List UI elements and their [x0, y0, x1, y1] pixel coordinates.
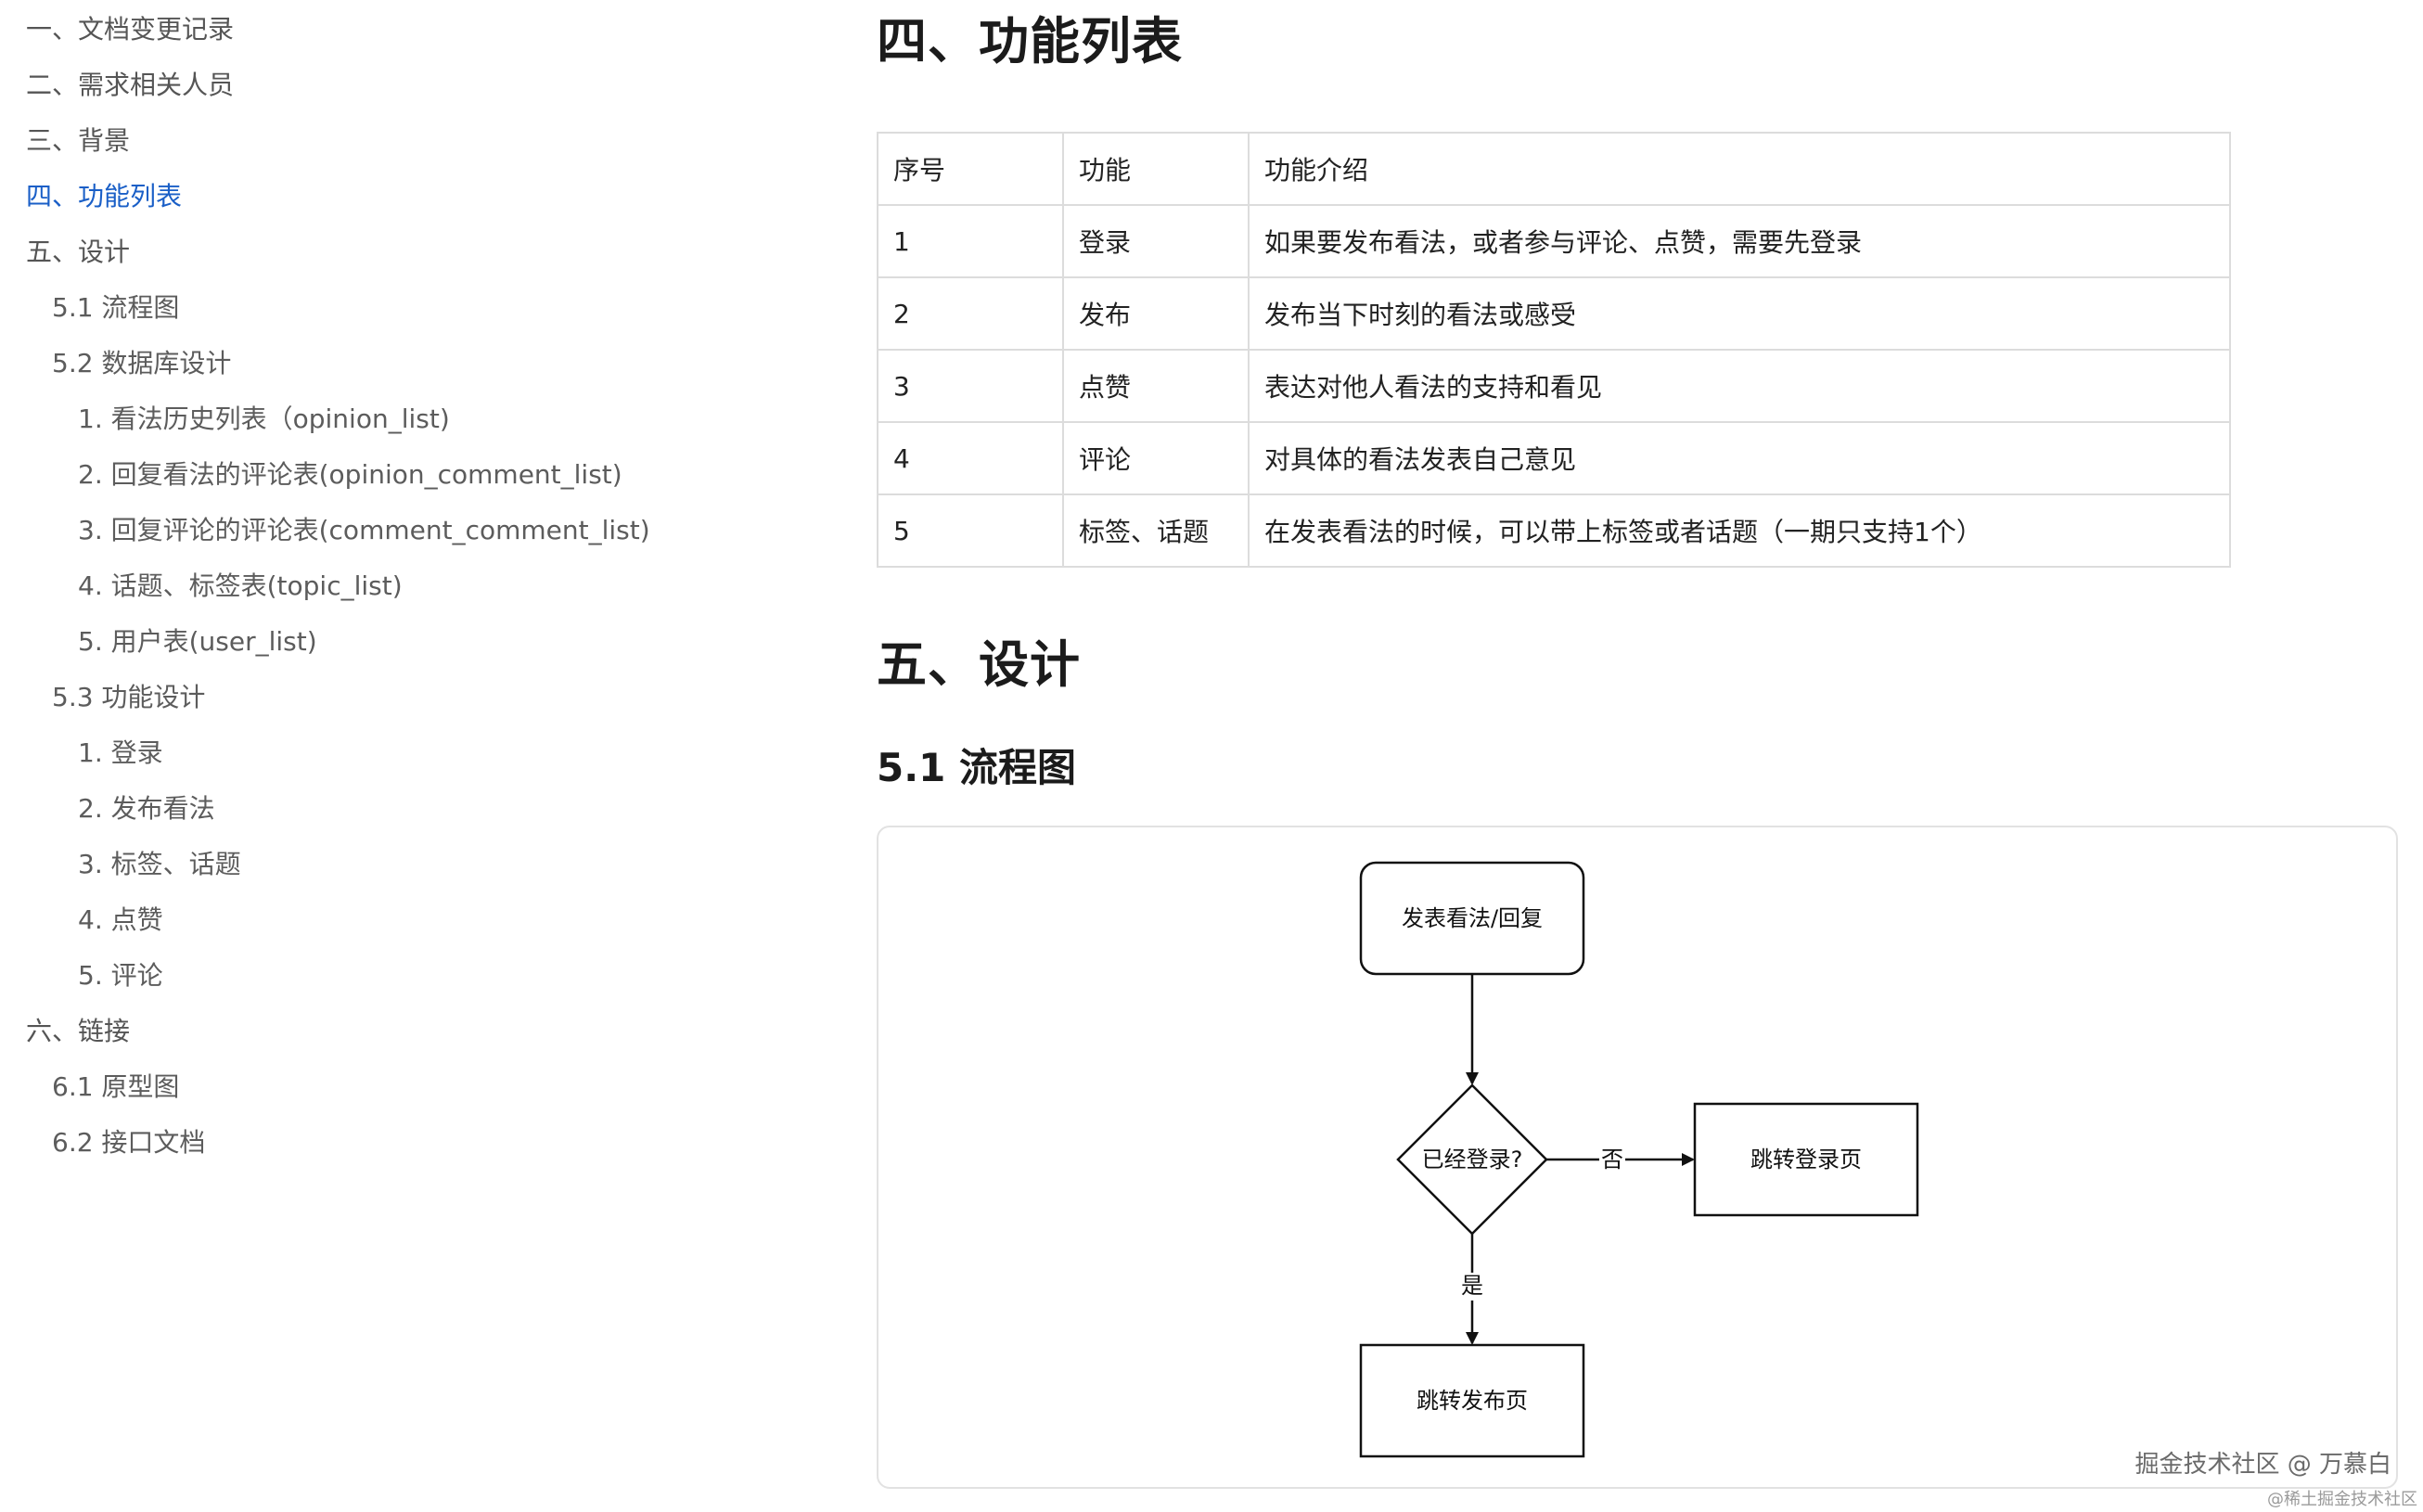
table-cell: 登录: [1062, 204, 1250, 278]
table-cell: 发布: [1062, 276, 1250, 351]
feature-table: 序号 功能 功能介绍 1 登录 如果要发布看法，或者参与评论、点赞，需要先登录 …: [877, 132, 2231, 568]
watermark: 掘金技术社区 @ 万慕白: [2135, 1451, 2391, 1479]
toc-item[interactable]: 5.3 功能设计: [52, 682, 206, 712]
table-row: 3 点赞 表达对他人看法的支持和看见: [877, 349, 2231, 423]
watermark-small: @稀土掘金技术社区: [2267, 1490, 2417, 1509]
table-row: 2 发布 发布当下时刻的看法或感受: [877, 276, 2231, 351]
toc-item[interactable]: 6.2 接口文档: [52, 1127, 206, 1158]
flowchart-publish-node: [1359, 1343, 1585, 1458]
table-cell: 发布当下时刻的看法或感受: [1248, 276, 2231, 351]
toc-item-active[interactable]: 四、功能列表: [26, 181, 183, 211]
toc-item[interactable]: 5. 用户表(user_list): [78, 626, 317, 657]
table-cell: 4: [877, 421, 1064, 495]
flowchart-login-node: [1693, 1102, 1919, 1217]
flowchart-decision-label: 已经登录?: [1422, 1147, 1523, 1172]
toc-item[interactable]: 6.1 原型图: [52, 1071, 180, 1102]
toc-item[interactable]: 一、文档变更记录: [26, 14, 235, 45]
toc-item[interactable]: 二、需求相关人员: [26, 70, 235, 100]
toc-item[interactable]: 1. 登录: [78, 737, 163, 768]
table-header-cell: 序号: [877, 132, 1064, 206]
toc-item[interactable]: 2. 发布看法: [78, 793, 215, 824]
flowchart-no-label: 否: [1601, 1147, 1623, 1172]
table-cell: 评论: [1062, 421, 1250, 495]
flowchart-login-label: 跳转登录页: [1750, 1147, 1862, 1172]
toc-item[interactable]: 3. 回复评论的评论表(comment_comment_list): [78, 515, 650, 545]
table-row: 5 标签、话题 在发表看法的时候，可以带上标签或者话题（一期只支持1个）: [877, 493, 2231, 568]
toc-item[interactable]: 5.1 流程图: [52, 292, 180, 323]
flowchart-no-label-bg: [1599, 1147, 1625, 1174]
toc-item[interactable]: 4. 点赞: [78, 904, 163, 935]
section-title-design: 五、设计: [877, 635, 1081, 694]
toc-item[interactable]: 六、链接: [26, 1016, 131, 1046]
table-cell: 2: [877, 276, 1064, 351]
table-cell: 在发表看法的时候，可以带上标签或者话题（一期只支持1个）: [1248, 493, 2231, 568]
subsection-title-flowchart: 5.1 流程图: [877, 745, 1077, 790]
toc-item[interactable]: 五、设计: [26, 237, 131, 267]
section-title-feature-list: 四、功能列表: [877, 12, 1183, 70]
table-cell: 对具体的看法发表自己意见: [1248, 421, 2231, 495]
flowchart-container: 发表看法/回复 已经登录? 否 跳转登录页 是 跳转发布页: [877, 826, 2398, 1489]
table-header-cell: 功能: [1062, 132, 1250, 206]
toc-item[interactable]: 5.2 数据库设计: [52, 348, 232, 378]
table-cell: 如果要发布看法，或者参与评论、点赞，需要先登录: [1248, 204, 2231, 278]
table-header-cell: 功能介绍: [1248, 132, 2231, 206]
table-cell: 3: [877, 349, 1064, 423]
flowchart-start-label: 发表看法/回复: [1402, 905, 1543, 931]
table-row: 1 登录 如果要发布看法，或者参与评论、点赞，需要先登录: [877, 204, 2231, 278]
table-cell: 1: [877, 204, 1064, 278]
toc-item[interactable]: 5. 评论: [78, 960, 163, 991]
toc-item[interactable]: 2. 回复看法的评论表(opinion_comment_list): [78, 459, 622, 490]
table-cell: 表达对他人看法的支持和看见: [1248, 349, 2231, 423]
toc-item[interactable]: 三、背景: [26, 125, 131, 156]
toc-item[interactable]: 3. 标签、话题: [78, 849, 241, 879]
flowchart-publish-label: 跳转发布页: [1417, 1388, 1528, 1414]
flowchart-yes-label: 是: [1461, 1273, 1483, 1299]
flowchart-yes-label-bg: [1459, 1273, 1485, 1301]
table-row: 4 评论 对具体的看法发表自己意见: [877, 421, 2231, 495]
toc-item[interactable]: 1. 看法历史列表（opinion_list): [78, 404, 450, 434]
table-header-row: 序号 功能 功能介绍: [877, 132, 2231, 206]
table-cell: 标签、话题: [1062, 493, 1250, 568]
toc-item[interactable]: 4. 话题、标签表(topic_list): [78, 570, 403, 601]
table-cell: 5: [877, 493, 1064, 568]
table-cell: 点赞: [1062, 349, 1250, 423]
flowchart: 发表看法/回复 已经登录? 否 跳转登录页 是 跳转发布页: [1359, 861, 1919, 1458]
